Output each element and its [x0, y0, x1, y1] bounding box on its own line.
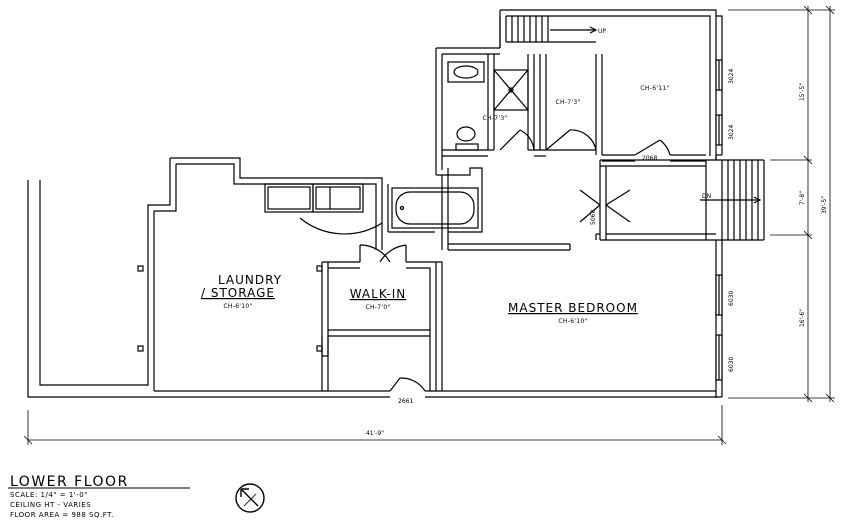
- title-block-scale: SCALE: 1/4" = 1'-0": [10, 491, 88, 499]
- exterior-wall-right-upper: [716, 15, 723, 156]
- stairs-down-label: DN: [702, 193, 711, 200]
- stairs-up-label: UP: [598, 28, 606, 35]
- doors: [299, 129, 671, 392]
- laundry-ceiling-height: CH-6'10": [223, 303, 252, 310]
- dim-overall-width: 41'-9": [366, 430, 384, 437]
- door-tag-5068: 5068: [590, 210, 597, 225]
- exterior-wall-laundry-top: [147, 157, 383, 250]
- laundry-label-line1: LAUNDRY: [218, 273, 282, 287]
- window-tag-1: 3024: [728, 69, 735, 84]
- dim-right-seg3: 16'-6": [799, 309, 806, 327]
- exterior-wall-left: [27, 180, 155, 398]
- master-bedroom-label: MASTER BEDROOM: [508, 301, 638, 315]
- stairs-down: [700, 159, 765, 241]
- master-ceiling-height: CH-6'10": [558, 318, 587, 325]
- north-arrow-icon: [235, 483, 265, 513]
- stairs-up: [499, 16, 598, 48]
- windows: [137, 59, 723, 381]
- dim-right-total: 39'-5": [821, 196, 828, 214]
- exterior-wall-bath: [435, 47, 500, 175]
- walkin-ceiling-height: CH-7'0": [365, 304, 390, 311]
- laundry-label-line2: / STORAGE: [201, 286, 275, 300]
- upper-room-ceiling-height: CH-6'11": [640, 85, 669, 92]
- door-tag-2661: 2661: [398, 398, 413, 405]
- window-tag-4: 6030: [728, 357, 735, 372]
- window-tag-2: 3024: [728, 125, 735, 140]
- dimension-lines: [23, 5, 835, 445]
- walkin-label: WALK-IN: [350, 287, 407, 301]
- door-tag-2068: 2068: [642, 155, 657, 162]
- exterior-wall-bottom: [154, 240, 723, 398]
- dim-right-seg1: 15'-5": [799, 83, 806, 101]
- title-block-area: FLOOR AREA = 988 SQ.FT.: [10, 511, 114, 519]
- dim-right-seg2: 7'-8": [799, 191, 806, 205]
- title-block-title: LOWER FLOOR: [10, 474, 129, 490]
- title-block-ceiling: CEILING HT - VARIES: [10, 501, 91, 509]
- bath-ceiling-height: CH-7'3": [482, 115, 507, 122]
- fixtures: [264, 61, 529, 229]
- interior-walls: [321, 54, 706, 391]
- window-tag-3: 6030: [728, 291, 735, 306]
- closet-ceiling-height: CH-7'3": [555, 99, 580, 106]
- exterior-wall-upper-right: [499, 9, 717, 160]
